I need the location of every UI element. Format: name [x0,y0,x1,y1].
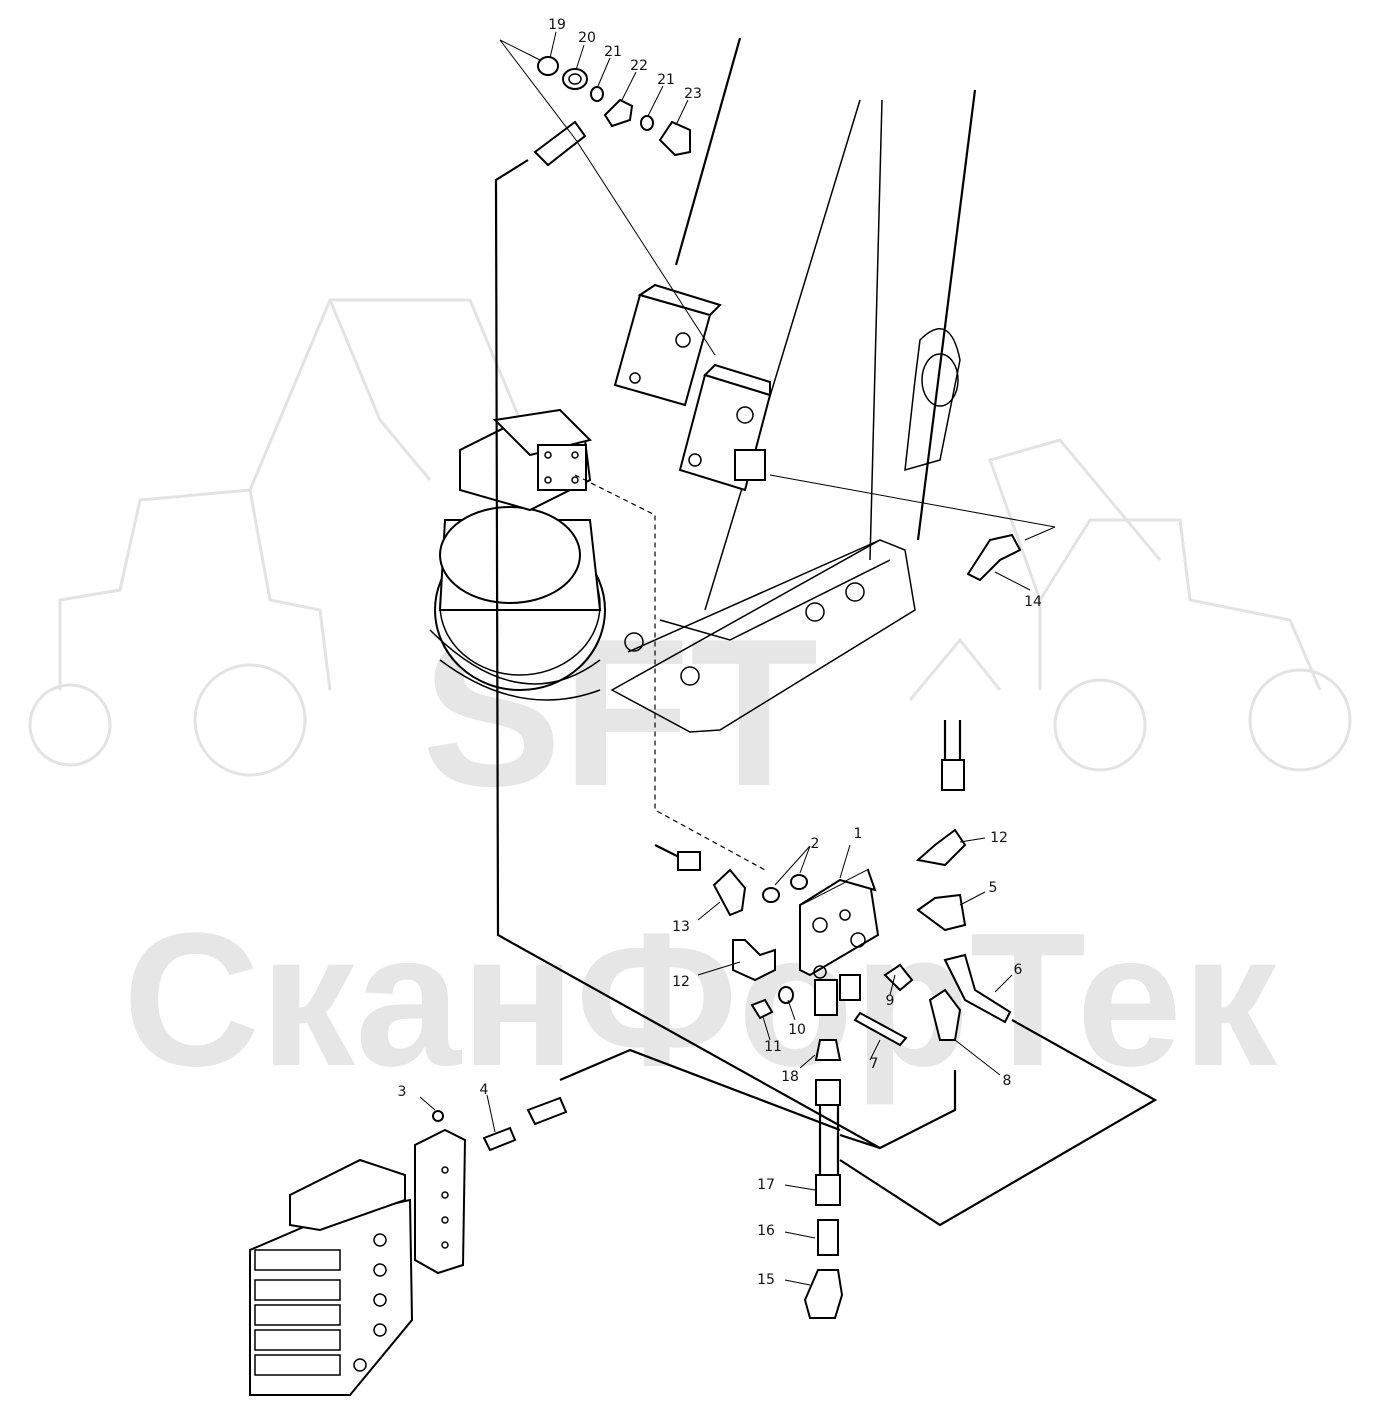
manifold-block-1 [762,868,880,1016]
callout-5: 5 [989,880,998,896]
boom-valve-block-lower [678,363,772,492]
callout-6: 6 [1014,962,1023,978]
elbow-fittings-left [654,844,776,982]
callout-14: 14 [1024,594,1042,610]
callout-leaders [419,31,1031,1286]
hose-assembly-6-8 [883,953,1012,1041]
callout-13: 13 [672,919,690,935]
callout-23: 23 [684,86,702,102]
callout-2: 2 [811,836,820,852]
watermark-brand-text: СканФорТек [123,894,1278,1106]
swing-motor [429,408,606,701]
callout-12-left: 12 [672,974,690,990]
manifold-bar [414,1128,467,1275]
callout-11: 11 [764,1039,782,1055]
callout-17: 17 [757,1177,775,1193]
callout-15: 15 [757,1272,775,1288]
callout-22: 22 [630,58,648,74]
callout-12-right: 12 [990,830,1008,846]
callout-9: 9 [886,993,895,1009]
callout-19: 19 [548,17,566,33]
elbow-fitting-14 [769,474,1056,582]
callout-21-first: 21 [604,44,622,60]
top-fittings [499,39,716,356]
callout-16: 16 [757,1223,775,1239]
hose-upper-right [941,720,965,791]
watermark: SFT СканФорТек [28,298,1352,1106]
pipe-routing [494,159,1158,1227]
callout-4: 4 [480,1082,489,1098]
boom-frame [610,37,977,733]
callout-8: 8 [1003,1073,1012,1089]
callout-7: 7 [870,1056,879,1072]
callout-10: 10 [788,1022,806,1038]
control-valve-stack [249,1158,414,1396]
callout-20: 20 [578,30,596,46]
callout-3: 3 [398,1084,407,1100]
vertical-fittings-15-18 [803,1039,844,1319]
callout-18: 18 [781,1069,799,1085]
callout-1: 1 [854,826,863,842]
left-fittings-3-4 [432,1096,568,1152]
callout-21-second: 21 [657,72,675,88]
callout-labels: 1 2 3 4 5 6 7 8 9 10 11 12 12 13 14 15 1… [398,17,1042,1288]
watermark-loader-icon [908,438,1352,772]
elbow-fittings-right [915,828,967,932]
small-parts-7-10-11 [750,986,908,1047]
